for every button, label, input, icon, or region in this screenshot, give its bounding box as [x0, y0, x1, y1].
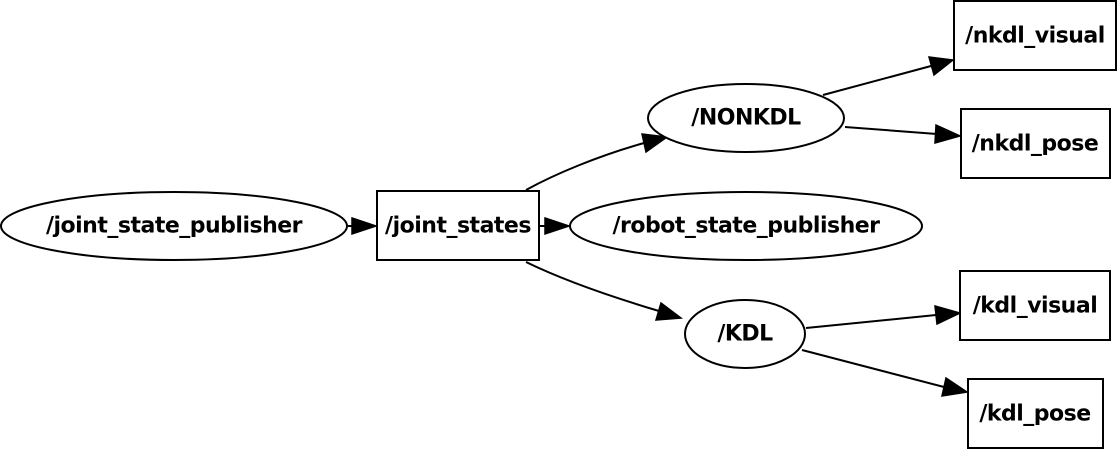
- node-joint-state-publisher-label: /joint_state_publisher: [46, 214, 303, 239]
- edge-nonkdl-to-nkdl-pose: [844, 123, 963, 145]
- edge-kdl-to-kdl-visual: [805, 304, 963, 329]
- node-kdl-pose[interactable]: /kdl_pose: [967, 378, 1104, 449]
- graph-edges: [348, 56, 970, 397]
- edge-joint-states-to-kdl: [525, 261, 684, 321]
- node-kdl[interactable]: /KDL: [684, 299, 806, 369]
- node-nkdl-visual[interactable]: /nkdl_visual: [953, 0, 1117, 71]
- node-kdl-label: /KDL: [717, 322, 773, 347]
- node-robot-state-publisher[interactable]: /robot_state_publisher: [569, 191, 923, 261]
- node-nonkdl[interactable]: /NONKDL: [647, 83, 845, 153]
- node-kdl-visual[interactable]: /kdl_visual: [959, 270, 1111, 341]
- edge-joint-states-to-nonkdl: [525, 133, 670, 191]
- edge-joint-states-to-robot-state-publisher: [540, 216, 572, 236]
- edge-joint-state-publisher-to-joint-states: [348, 216, 379, 236]
- node-joint-states[interactable]: /joint_states: [376, 190, 540, 261]
- edge-nonkdl-to-nkdl-visual: [822, 56, 955, 96]
- node-joint-states-label: /joint_states: [385, 214, 531, 239]
- node-kdl-pose-label: /kdl_pose: [979, 402, 1090, 427]
- edge-kdl-to-kdl-pose: [801, 349, 970, 397]
- node-joint-state-publisher[interactable]: /joint_state_publisher: [0, 191, 348, 261]
- node-nkdl-pose[interactable]: /nkdl_pose: [960, 108, 1111, 179]
- node-kdl-visual-label: /kdl_visual: [973, 294, 1097, 319]
- node-nonkdl-label: /NONKDL: [691, 106, 801, 131]
- node-nkdl-visual-label: /nkdl_visual: [965, 24, 1105, 49]
- node-robot-state-publisher-label: /robot_state_publisher: [612, 214, 880, 239]
- node-nkdl-pose-label: /nkdl_pose: [972, 132, 1099, 157]
